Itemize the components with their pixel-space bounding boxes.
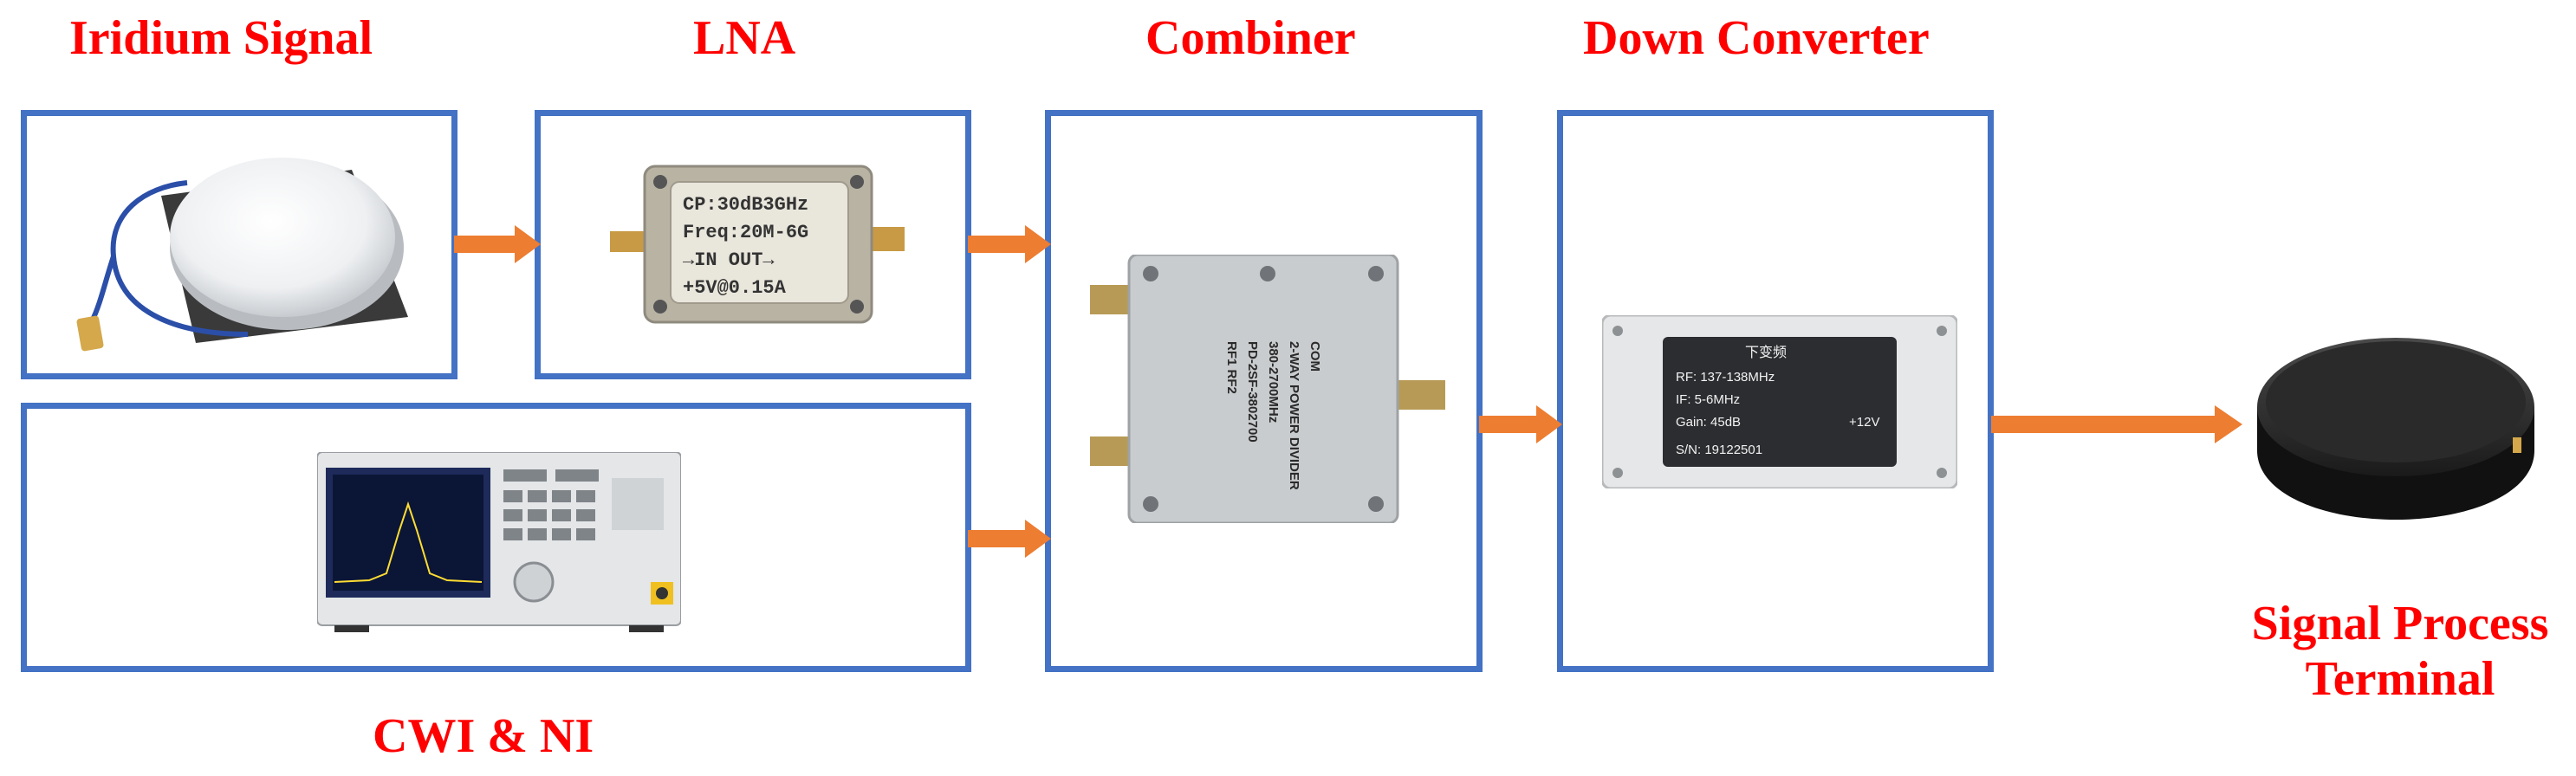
converter-plate-line2: RF: 137-138MHz — [1676, 370, 1775, 385]
down-converter-label: Down Converter — [1583, 11, 1930, 65]
spectrum-analyzer-image — [317, 452, 681, 632]
down-converter-image: 下变频 RF: 137-138MHz IF: 5-6MHz Gain: 45dB… — [1602, 315, 1957, 488]
combiner-plate-line1: COM — [1307, 341, 1322, 372]
lna-plate-line4: +5V@0.15A — [683, 277, 787, 299]
converter-plate-line6: +12V — [1849, 415, 1879, 430]
terminal-label-line2: Terminal — [2305, 652, 2495, 707]
arrow-converter-to-terminal — [1991, 405, 2242, 443]
converter-plate-line4: Gain: 45dB — [1676, 415, 1741, 430]
lna-plate-line1: CP:30dB3GHz — [683, 194, 808, 216]
converter-plate-line1: 下变频 — [1745, 345, 1787, 360]
converter-plate-line3: IF: 5-6MHz — [1676, 392, 1740, 407]
iridium-signal-label: Iridium Signal — [69, 11, 373, 65]
combiner-box: COM 2-WAY POWER DIVIDER 380-2700MHz PD-2… — [1045, 110, 1483, 672]
lna-box: CP:30dB3GHz Freq:20M-6G →IN OUT→ +5V@0.1… — [535, 110, 971, 379]
terminal-label-line1: Signal Process — [2251, 597, 2549, 650]
converter-plate-line5: S/N: 19122501 — [1676, 443, 1762, 457]
arrow-combiner-to-converter — [1479, 405, 1562, 443]
iridium-antenna-box — [21, 110, 457, 379]
arrow-analyzer-to-combiner — [968, 520, 1051, 558]
cwi-ni-label: CWI & NI — [373, 709, 594, 763]
combiner-plate-line2: 2-WAY POWER DIVIDER — [1287, 341, 1301, 490]
lna-plate-line3: →IN OUT→ — [683, 249, 775, 271]
lna-label: LNA — [693, 11, 796, 65]
signal-process-terminal-image — [2257, 338, 2534, 520]
down-converter-box: 下变频 RF: 137-138MHz IF: 5-6MHz Gain: 45dB… — [1557, 110, 1994, 672]
combiner-plate-line3: 380-2700MHz — [1266, 341, 1281, 423]
spectrum-analyzer-box — [21, 403, 971, 672]
combiner-plate-line4: PD-2SF-3802700 — [1245, 341, 1260, 443]
power-divider-image: COM 2-WAY POWER DIVIDER 380-2700MHz PD-2… — [1090, 255, 1445, 523]
lna-plate-line2: Freq:20M-6G — [683, 222, 808, 243]
iridium-antenna-image — [76, 158, 408, 352]
terminal-label: Signal Process Terminal — [2227, 596, 2573, 708]
combiner-plate-line5: RF1 RF2 — [1224, 341, 1239, 394]
arrow-antenna-to-lna — [454, 225, 541, 263]
lna-image: CP:30dB3GHz Freq:20M-6G →IN OUT→ +5V@0.1… — [610, 165, 905, 324]
arrow-lna-to-combiner — [968, 225, 1051, 263]
combiner-label: Combiner — [1145, 11, 1356, 65]
